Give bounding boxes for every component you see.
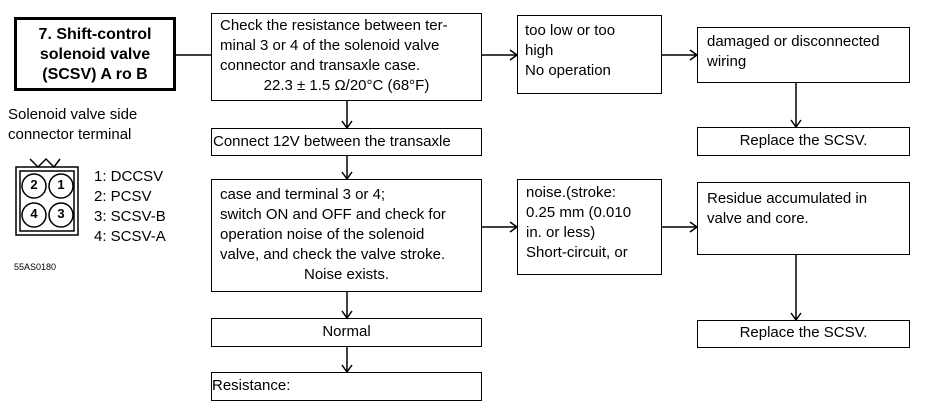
check-line-2: minal 3 or 4 of the solenoid valve [220,37,440,54]
result-too-low-box: too low or too high No operation [517,15,662,94]
wiring-line-1: damaged or disconnected [707,33,880,50]
side-caption: Solenoid valve side connector terminal [8,105,198,145]
too-low-line-1: too low or too [525,22,616,39]
replace-scsv-label-2: Replace the SCSV. [739,324,868,341]
pin-legend-2: 2: PCSV [94,188,152,205]
connector-housing [15,166,79,236]
pin-label-2: 2 [30,177,38,192]
operation-line-3: operation noise of the solenoid [220,226,425,243]
connector-terminal-diagram [15,157,79,236]
residue-line-2: valve and core. [707,210,809,227]
noise-line-2: 0.25 mm (0.010 [526,204,632,221]
side-caption-line-2: connector terminal [8,126,132,143]
operation-line-2: switch ON and OFF and check for [220,206,446,223]
noise-line-4: Short-circuit, or [526,244,628,261]
cause-residue-box: Residue accumulated in valve and core. [697,182,910,255]
replace-scsv-label-1: Replace the SCSV. [739,132,868,149]
too-low-line-3: No operation [525,62,611,79]
pin-legend-4: 4: SCSV-A [94,228,166,245]
noise-line-1: noise.(stroke: [526,184,617,201]
normal-box: Normal [211,318,482,347]
operation-check-box: case and terminal 3 or 4; switch ON and … [211,179,482,292]
replace-scsv-box-1: Replace the SCSV. [697,127,910,156]
connector-inner [19,170,75,232]
pin-circle-3 [48,202,74,228]
check-line-1: Check the resistance between ter- [220,17,448,34]
pin-legend: 1: DCCSV 2: PCSV 3: SCSV-B 4: SCSV-A [94,167,204,247]
pin-circle-2 [21,173,47,199]
title-line-1: 7. Shift-control [38,26,152,43]
connector-latch [29,157,61,169]
title-line-2: solenoid valve [39,46,151,63]
residue-line-1: Residue accumulated in [707,190,868,207]
operation-line-1: case and terminal 3 or 4; [220,186,386,203]
pin-legend-1: 1: DCCSV [94,168,164,185]
check-line-3: connector and transaxle case. [220,57,421,74]
resistance-label: Resistance: [212,377,291,394]
connect-12v-box: Connect 12V between the transaxle [211,128,482,156]
result-noise-box: noise.(stroke: 0.25 mm (0.010 in. or les… [517,179,662,275]
pin-circle-4 [21,202,47,228]
resistance-box: Resistance: [211,372,482,401]
side-caption-line-1: Solenoid valve side [8,106,138,123]
check-resistance-box: Check the resistance between ter- minal … [211,13,482,101]
pin-label-1: 1 [57,177,65,192]
operation-line-4: valve, and check the valve stroke. [220,246,446,263]
normal-label: Normal [322,323,371,340]
title-line-3: (SCSV) A ro B [42,66,148,83]
connect-12v-label: Connect 12V between the transaxle [213,133,451,150]
too-low-line-2: high [525,42,554,59]
pin-legend-3: 3: SCSV-B [94,208,166,225]
pin-circle-1 [48,173,74,199]
check-spec: 22.3 ± 1.5 Ω/20°C (68°F) [263,77,430,94]
replace-scsv-box-2: Replace the SCSV. [697,320,910,348]
pin-label-4: 4 [30,206,38,221]
noise-line-3: in. or less) [526,224,596,241]
wiring-line-2: wiring [707,53,747,70]
title-box: 7. Shift-control solenoid valve (SCSV) A… [14,17,176,91]
operation-line-5: Noise exists. [303,266,390,283]
figure-code: 55AS0180 [14,262,57,272]
cause-damaged-wiring-box: damaged or disconnected wiring [697,27,910,83]
pin-label-3: 3 [57,206,65,221]
